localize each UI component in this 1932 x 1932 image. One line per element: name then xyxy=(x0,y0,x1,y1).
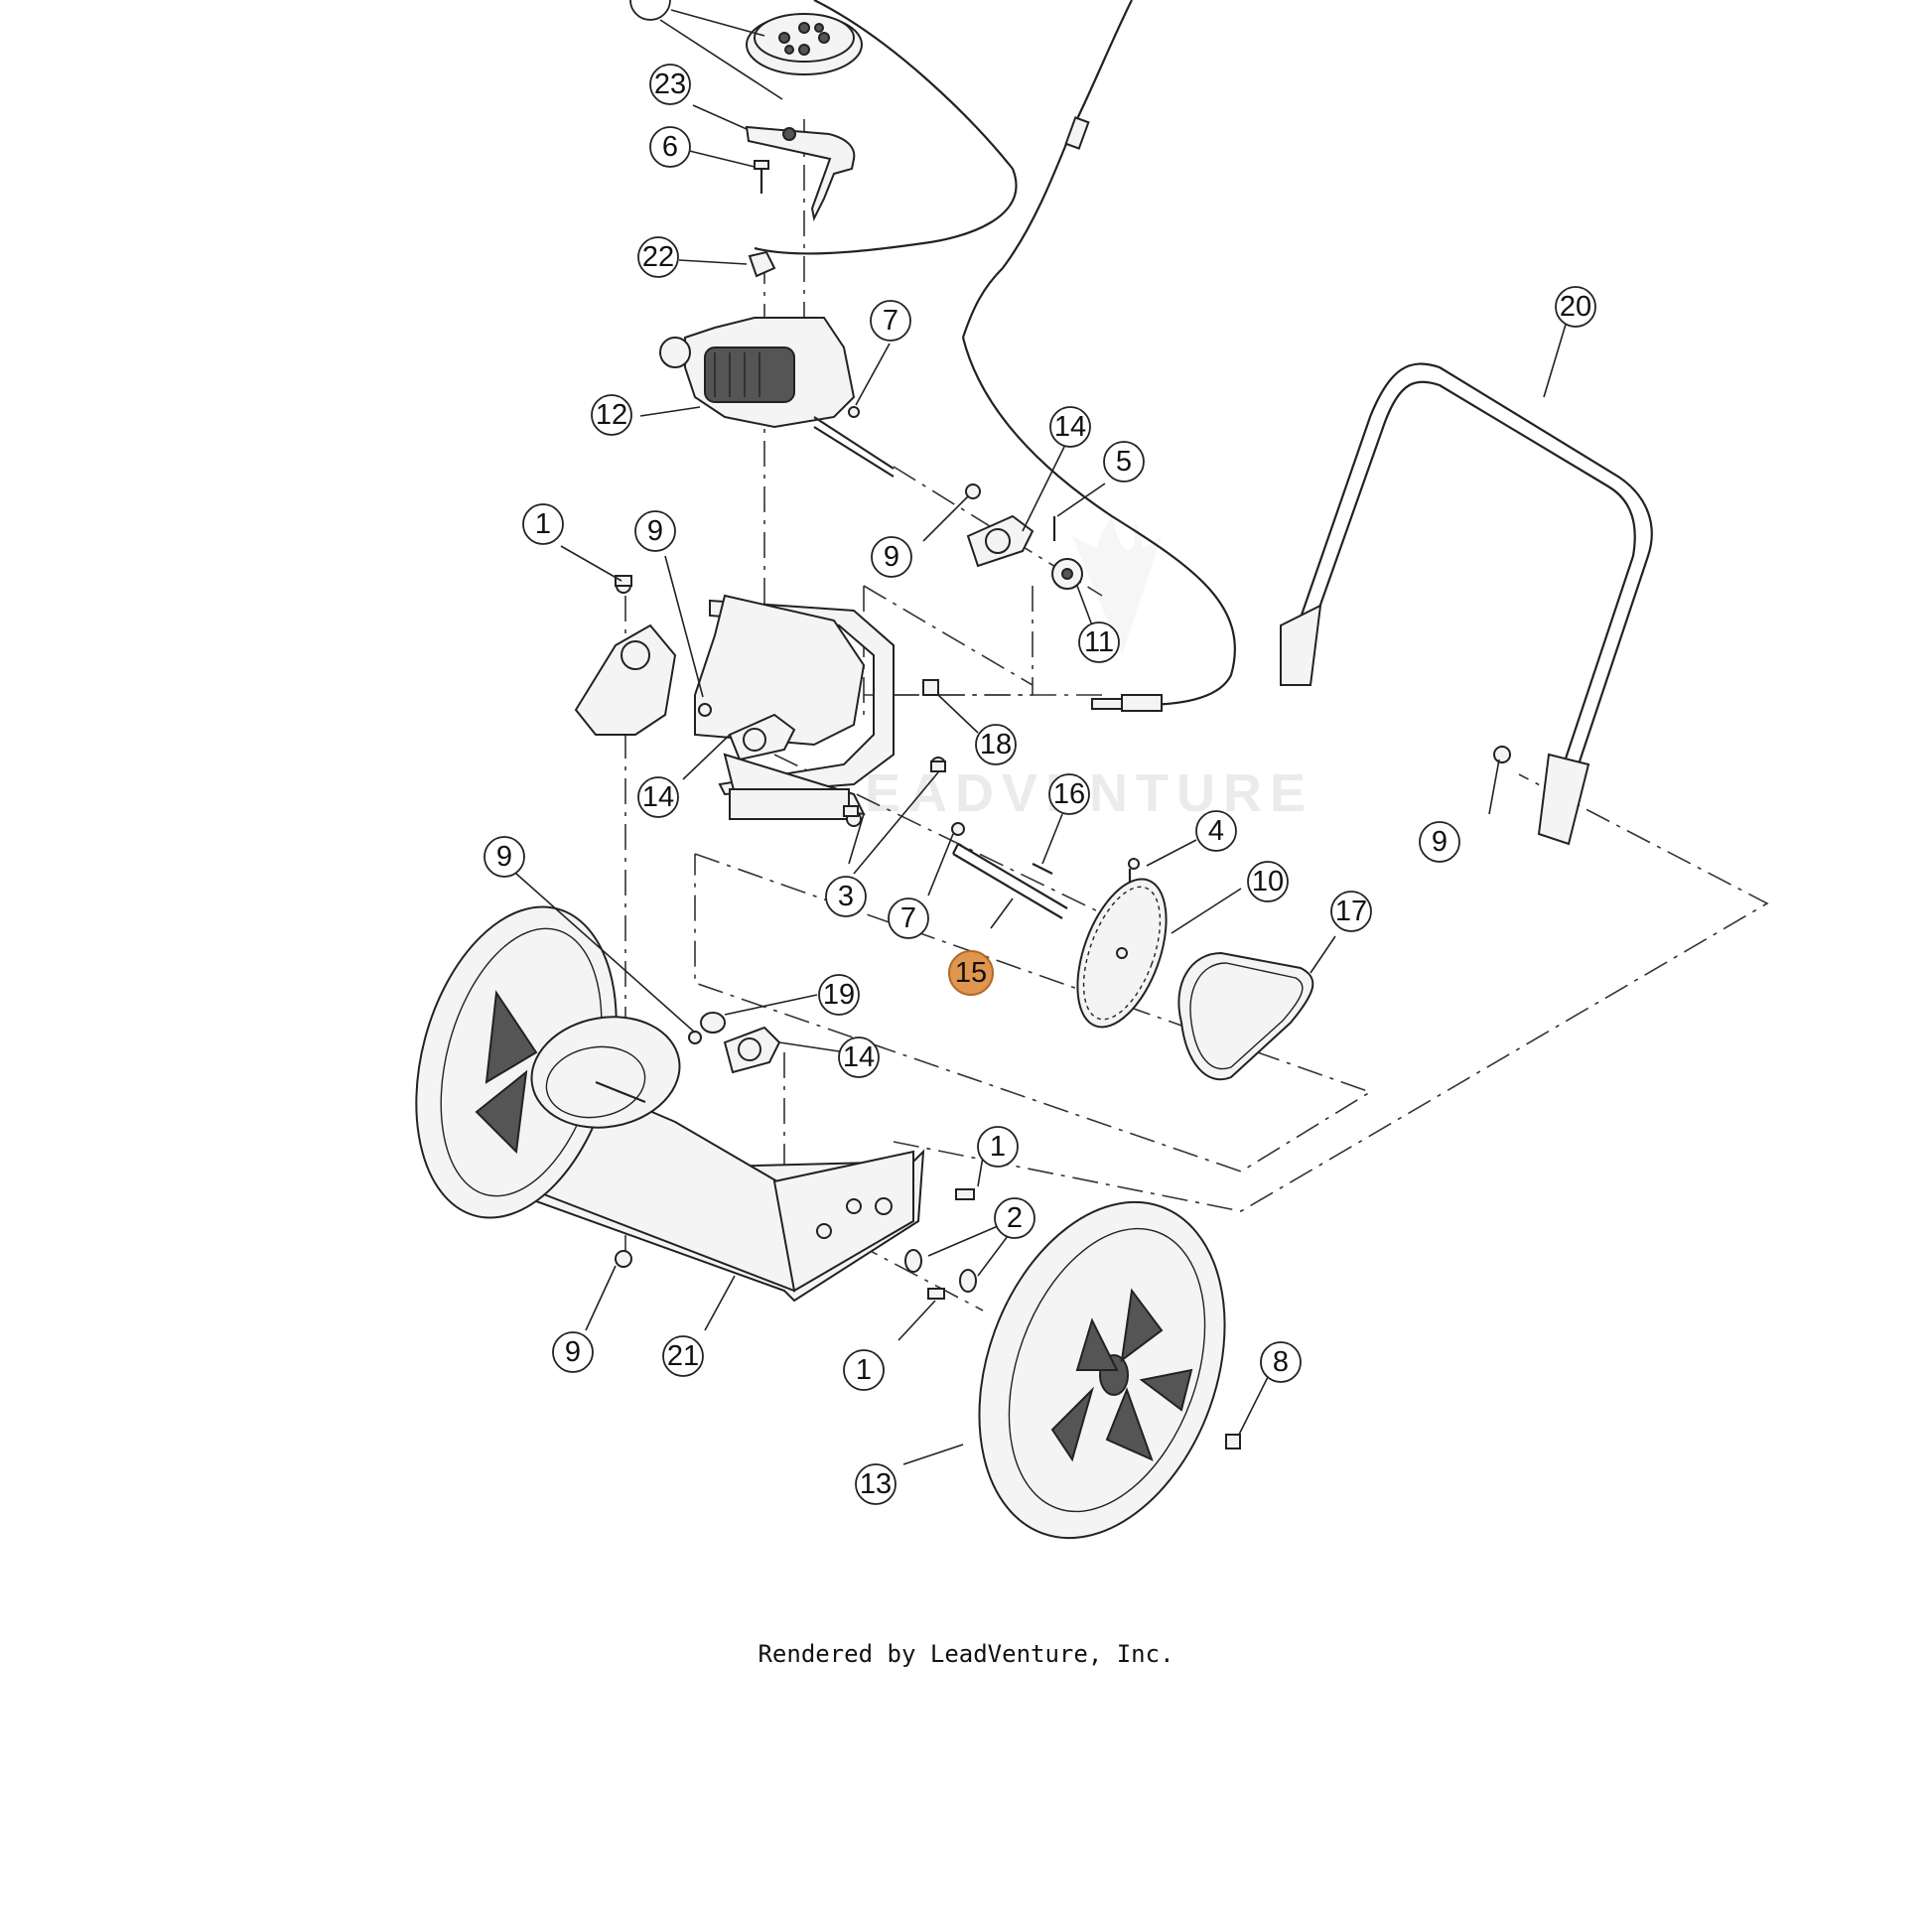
lower-bearing xyxy=(688,1012,781,1074)
callout-1b: 1 xyxy=(977,1126,1019,1168)
callout-11: 11 xyxy=(1078,621,1120,663)
callout-14c: 14 xyxy=(838,1036,880,1078)
svg-text:14: 14 xyxy=(1054,411,1086,443)
control-cable xyxy=(754,0,1236,712)
svg-text:14: 14 xyxy=(843,1041,875,1073)
callout-14a: 14 xyxy=(1049,406,1091,448)
callout-14b: 14 xyxy=(637,776,679,818)
cable-clip xyxy=(748,250,776,278)
svg-text:1: 1 xyxy=(535,508,551,540)
svg-text:17: 17 xyxy=(1335,896,1367,927)
drive-pulley xyxy=(746,13,863,75)
svg-text:10: 10 xyxy=(1252,866,1284,897)
svg-text:22: 22 xyxy=(642,241,674,273)
svg-text:*: * xyxy=(644,0,655,16)
callout-6: 6 xyxy=(649,126,691,168)
callout-19: 19 xyxy=(818,974,860,1016)
callout-9c: 9 xyxy=(1419,821,1460,863)
callout-16: 16 xyxy=(1048,773,1090,815)
callout-7b: 7 xyxy=(888,897,929,939)
wheel-right xyxy=(978,1200,1226,1540)
callout-18: 18 xyxy=(975,724,1017,765)
callout-9d: 9 xyxy=(483,836,525,878)
drive-chain xyxy=(1177,951,1314,1080)
svg-text:7: 7 xyxy=(900,902,916,934)
svg-text:9: 9 xyxy=(1432,826,1448,858)
svg-text:7: 7 xyxy=(883,305,898,337)
callout-4: 4 xyxy=(1195,810,1237,852)
svg-text:19: 19 xyxy=(823,979,855,1011)
cable-bracket xyxy=(745,125,856,222)
svg-text:21: 21 xyxy=(667,1340,699,1372)
lower-frame xyxy=(524,1090,925,1303)
callout-2: 2 xyxy=(994,1197,1035,1239)
svg-text:9: 9 xyxy=(496,841,512,873)
svg-text:2: 2 xyxy=(1007,1202,1023,1234)
svg-text:1: 1 xyxy=(990,1131,1006,1163)
callout-15: 15 xyxy=(948,950,994,996)
svg-text:20: 20 xyxy=(1560,291,1591,323)
svg-text:3: 3 xyxy=(838,881,854,912)
svg-text:5: 5 xyxy=(1116,446,1132,478)
svg-text:11: 11 xyxy=(1084,626,1114,658)
transmission xyxy=(659,317,895,478)
callout-8: 8 xyxy=(1260,1341,1302,1383)
callout-9a: 9 xyxy=(634,510,676,552)
hardware xyxy=(615,575,1241,1449)
svg-text:1: 1 xyxy=(856,1354,872,1386)
handle-bar xyxy=(1279,362,1653,846)
callout-7a: 7 xyxy=(870,300,911,342)
callout-22: 22 xyxy=(637,236,679,278)
screw xyxy=(754,160,769,194)
svg-text:8: 8 xyxy=(1273,1346,1289,1378)
axle-shaft xyxy=(951,822,1068,919)
svg-text:23: 23 xyxy=(654,69,686,100)
svg-text:9: 9 xyxy=(565,1336,581,1368)
svg-text:15: 15 xyxy=(955,957,987,989)
large-sprocket xyxy=(1076,858,1168,1029)
svg-text:9: 9 xyxy=(884,541,899,573)
callout-1c: 1 xyxy=(843,1349,885,1391)
callout-5: 5 xyxy=(1103,441,1145,483)
callout-3: 3 xyxy=(825,876,867,917)
callout-9e: 9 xyxy=(552,1331,594,1373)
footer-credit: Rendered by LeadVenture, Inc. xyxy=(758,1640,1174,1668)
small-sprocket xyxy=(1051,558,1083,590)
svg-text:12: 12 xyxy=(596,399,627,431)
svg-text:16: 16 xyxy=(1053,778,1085,810)
svg-text:18: 18 xyxy=(980,729,1012,760)
callout-1a: 1 xyxy=(522,503,564,545)
svg-text:9: 9 xyxy=(647,515,663,547)
leader-lines xyxy=(515,9,1572,1465)
callout-star: * xyxy=(629,0,671,21)
bearing-flange xyxy=(965,483,1035,568)
svg-text:13: 13 xyxy=(860,1468,892,1500)
callout-17: 17 xyxy=(1330,891,1372,932)
callout-12: 12 xyxy=(591,394,632,436)
callout-9b: 9 xyxy=(871,536,912,578)
svg-text:6: 6 xyxy=(662,131,678,163)
wheel-left xyxy=(415,905,681,1219)
callout-21: 21 xyxy=(662,1335,704,1377)
callouts: * 23 6 22 7 12 14 5 20 1 9 9 11 18 14 16… xyxy=(483,0,1596,1505)
svg-text:4: 4 xyxy=(1208,815,1224,847)
callout-13: 13 xyxy=(855,1463,897,1505)
callout-23: 23 xyxy=(649,64,691,105)
svg-text:14: 14 xyxy=(642,781,674,813)
watermark-logo xyxy=(1072,516,1162,655)
callout-20: 20 xyxy=(1555,286,1596,328)
callout-10: 10 xyxy=(1247,861,1289,902)
